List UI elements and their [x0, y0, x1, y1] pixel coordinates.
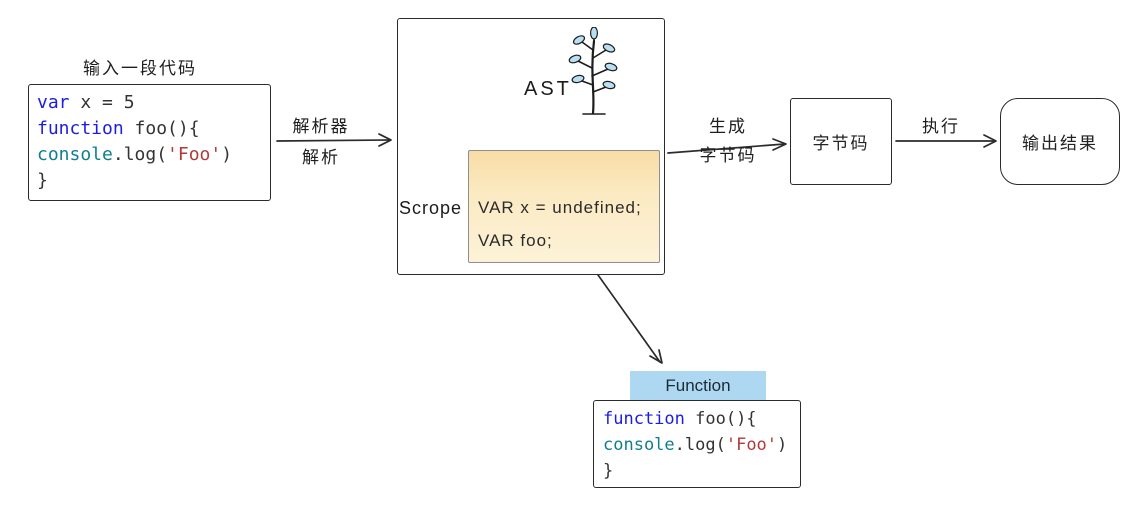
- code-token-keyword: function: [37, 118, 124, 139]
- ast-title: AST: [524, 78, 572, 100]
- code-token-builtin: console: [37, 144, 113, 165]
- input-code-box: var x = 5 function foo(){ console.log('F…: [28, 84, 271, 201]
- function-header: Function: [630, 371, 766, 401]
- code-line: function foo(){: [603, 406, 791, 432]
- output-box: 输出结果: [1000, 98, 1120, 185]
- code-token: .log(: [112, 144, 168, 165]
- code-token-builtin: console: [603, 435, 675, 455]
- code-line: var x = 5: [37, 90, 262, 116]
- scope-line: VAR x = undefined;: [478, 198, 642, 217]
- code-token: }: [603, 461, 614, 481]
- code-line: }: [37, 168, 262, 194]
- scope-box: VAR x = undefined; VAR foo;: [468, 150, 660, 263]
- code-token: x = 5: [69, 92, 135, 113]
- code-line: function foo(){: [37, 116, 262, 142]
- execute-arrow-label: 执行: [922, 117, 960, 136]
- bytecode-box: 字节码: [790, 98, 892, 185]
- code-token: .log(: [674, 435, 726, 455]
- code-token-keyword: function: [603, 409, 685, 429]
- code-token-string: 'Foo': [167, 144, 222, 165]
- code-token-string: 'Foo': [725, 435, 778, 455]
- input-code-label: 输入一段代码: [83, 59, 197, 78]
- code-token: foo(){: [684, 409, 757, 429]
- code-token: ): [777, 435, 788, 455]
- scope-label: Scrope: [399, 198, 463, 218]
- code-line: console.log('Foo'): [603, 432, 791, 458]
- tree-icon: [568, 27, 618, 115]
- code-line: }: [603, 458, 791, 484]
- code-token: ): [221, 144, 233, 165]
- parse-arrow-label-bottom: 解析: [302, 148, 340, 167]
- code-token: }: [37, 170, 48, 191]
- code-token: foo(){: [123, 118, 200, 139]
- code-line: console.log('Foo'): [37, 142, 262, 168]
- code-token-keyword: var: [37, 92, 70, 113]
- generate-arrow-label-bottom: 字节码: [699, 146, 757, 165]
- scope-line: VAR foo;: [478, 231, 553, 250]
- parse-arrow-label-top: 解析器: [292, 117, 350, 136]
- generate-arrow-label-top: 生成: [709, 117, 747, 136]
- function-code-box: function foo(){ console.log('Foo') }: [593, 400, 801, 488]
